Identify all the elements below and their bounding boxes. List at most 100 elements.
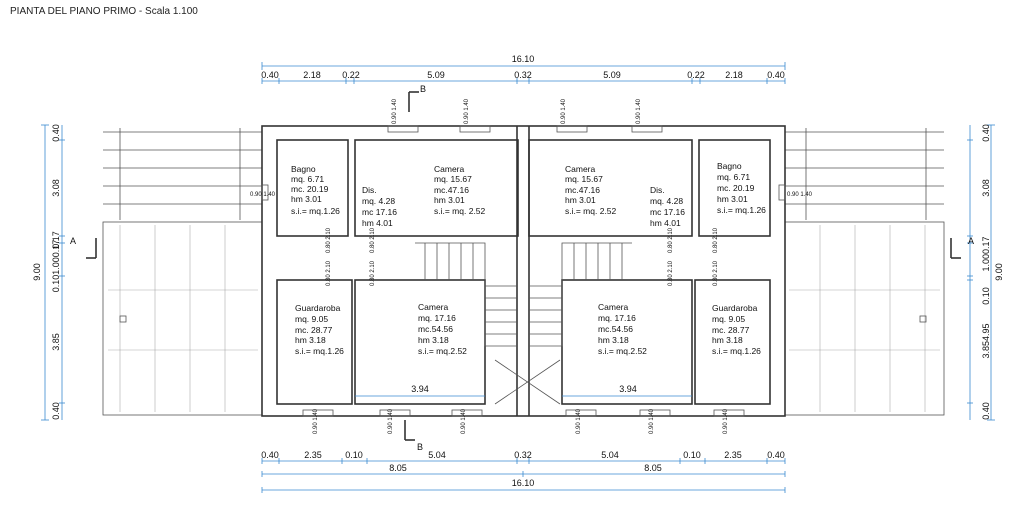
section-label-b-bottom: B xyxy=(417,442,423,452)
svg-text:mc. 20.19: mc. 20.19 xyxy=(291,184,329,194)
svg-text:s.i.= mq.1.26: s.i.= mq.1.26 xyxy=(291,206,340,216)
svg-text:hm 3.18: hm 3.18 xyxy=(418,335,449,345)
svg-text:mq. 9.05: mq. 9.05 xyxy=(295,314,328,324)
dim-top-seg-8: 0.40 xyxy=(767,70,785,80)
dim-top-total: 16.10 xyxy=(512,54,535,64)
dim-right-seg-6: 0.40 xyxy=(981,402,991,420)
svg-text:Camera: Camera xyxy=(434,164,465,174)
door-label-5: 0.80 2.10 xyxy=(326,260,332,286)
dim-top-seg-5: 5.09 xyxy=(603,70,621,80)
window-label-10: 0.90 1.40 xyxy=(723,408,729,434)
svg-text:mc.47.16: mc.47.16 xyxy=(565,185,600,195)
section-marker-b-bottom: B xyxy=(404,420,423,452)
window-label-5: 0.90 1.40 xyxy=(313,408,319,434)
svg-text:mq. 15.67: mq. 15.67 xyxy=(565,174,603,184)
door-label-1: 0.80 2.10 xyxy=(326,227,332,253)
dim-bottom-seg-1: 2.35 xyxy=(304,450,322,460)
door-label-2: 0.80 2.10 xyxy=(370,227,376,253)
svg-text:s.i.= mq.2.52: s.i.= mq.2.52 xyxy=(598,346,647,356)
dim-top-seg-4: 0.32 xyxy=(514,70,532,80)
svg-text:s.i.= mq. 2.52: s.i.= mq. 2.52 xyxy=(565,206,617,216)
window-label-3: 0.90 1.40 xyxy=(561,98,567,124)
svg-text:hm 4.01: hm 4.01 xyxy=(650,218,681,228)
svg-text:mq. 17.16: mq. 17.16 xyxy=(418,313,456,323)
window-label-1: 0.90 1.40 xyxy=(392,98,398,124)
svg-text:mc 17.16: mc 17.16 xyxy=(650,207,685,217)
stairs xyxy=(415,242,632,405)
dim-top-seg-0: 0.40 xyxy=(261,70,279,80)
section-marker-b-top: B xyxy=(408,84,426,112)
dim-top-seg-3: 5.09 xyxy=(427,70,445,80)
svg-text:mc.54.56: mc.54.56 xyxy=(418,324,453,334)
svg-text:hm 3.18: hm 3.18 xyxy=(712,335,743,345)
right-dimensions: 9.00 0.40 3.08 1.000.17 0.10 3.854.95 0.… xyxy=(967,124,1004,421)
svg-text:mc.47.16: mc.47.16 xyxy=(434,185,469,195)
svg-text:mq. 4.28: mq. 4.28 xyxy=(650,196,683,206)
dim-left-seg-1: 3.08 xyxy=(51,179,61,197)
dim-bottom-seg-4: 0.32 xyxy=(514,450,532,460)
dim-left-seg-5: 3.85 xyxy=(51,333,61,351)
svg-text:hm 3.01: hm 3.01 xyxy=(434,195,465,205)
room-dis-left: Dis. mq. 4.28 mc 17.16 hm 4.01 xyxy=(362,185,397,228)
svg-text:s.i.= mq. 2.52: s.i.= mq. 2.52 xyxy=(434,206,486,216)
dim-right-seg-5: 3.854.95 xyxy=(981,323,991,358)
room-guardaroba-left: Guardaroba mq. 9.05 mc. 28.77 hm 3.18 s.… xyxy=(295,303,344,356)
svg-text:mc. 28.77: mc. 28.77 xyxy=(712,325,750,335)
svg-text:s.i.= mq.1.26: s.i.= mq.1.26 xyxy=(712,346,761,356)
doors: 0.80 2.10 0.80 2.10 0.80 2.10 0.80 2.10 … xyxy=(326,227,719,286)
svg-text:mq. 6.71: mq. 6.71 xyxy=(717,172,750,182)
dim-left-seg-2: 0.17 xyxy=(51,231,61,249)
dim-right-seg-1: 3.08 xyxy=(981,179,991,197)
svg-text:mc 17.16: mc 17.16 xyxy=(362,207,397,217)
side-window-label-left: 0.90 1.40 xyxy=(250,192,276,198)
door-label-3: 0.80 2.10 xyxy=(668,227,674,253)
svg-text:Bagno: Bagno xyxy=(291,164,316,174)
door-label-7: 0.80 2.10 xyxy=(668,260,674,286)
svg-text:s.i.= mq.1.26: s.i.= mq.1.26 xyxy=(717,205,766,215)
room-bagno-right: Bagno mq. 6.71 mc. 20.19 hm 3.01 s.i.= m… xyxy=(717,161,766,215)
dim-bottom-seg-6: 0.10 xyxy=(683,450,701,460)
section-marker-a-left: A xyxy=(70,236,97,259)
svg-text:Camera: Camera xyxy=(598,302,629,312)
svg-text:mq. 15.67: mq. 15.67 xyxy=(434,174,472,184)
windows: 0.90 1.40 0.90 1.40 0.90 1.40 0.90 1.40 … xyxy=(250,98,813,434)
room-bagno-left: Bagno mq. 6.71 mc. 20.19 hm 3.01 s.i.= m… xyxy=(291,164,340,216)
dim-left-stack: 0.101.000.17 xyxy=(51,240,61,293)
svg-text:hm 3.01: hm 3.01 xyxy=(717,194,748,204)
dim-right-total: 9.00 xyxy=(994,263,1004,281)
window-label-2: 0.90 1.40 xyxy=(464,98,470,124)
svg-text:Dis.: Dis. xyxy=(362,185,377,195)
svg-text:mq. 6.71: mq. 6.71 xyxy=(291,174,324,184)
svg-text:Guardaroba: Guardaroba xyxy=(712,303,758,313)
section-label-a-left: A xyxy=(70,236,76,246)
inner-dim-right: 3.94 xyxy=(619,384,637,394)
svg-text:mc.54.56: mc.54.56 xyxy=(598,324,633,334)
dim-bottom-seg-2: 0.10 xyxy=(345,450,363,460)
dim-bottom-total: 16.10 xyxy=(512,478,535,488)
room-guardaroba-right: Guardaroba mq. 9.05 mc. 28.77 hm 3.18 s.… xyxy=(712,303,761,356)
bottom-dimensions: 0.40 2.35 0.10 5.04 0.32 5.04 0.10 2.35 … xyxy=(261,450,786,493)
svg-text:mq. 17.16: mq. 17.16 xyxy=(598,313,636,323)
dim-top-seg-2: 0.22 xyxy=(342,70,360,80)
dim-top-seg-7: 2.18 xyxy=(725,70,743,80)
svg-text:mq. 4.28: mq. 4.28 xyxy=(362,196,395,206)
svg-text:Camera: Camera xyxy=(565,164,596,174)
section-label-b-top: B xyxy=(420,84,426,94)
side-window-label-right: 0.90 1.40 xyxy=(787,192,813,198)
room-camera-top-left: Camera mq. 15.67 mc.47.16 hm 3.01 s.i.= … xyxy=(434,164,486,216)
svg-text:hm 3.01: hm 3.01 xyxy=(565,195,596,205)
dim-top-seg-6: 0.22 xyxy=(687,70,705,80)
dim-bottom-half-right: 8.05 xyxy=(644,463,662,473)
section-marker-a-right: A xyxy=(950,236,974,259)
svg-text:mq. 9.05: mq. 9.05 xyxy=(712,314,745,324)
svg-text:hm 3.01: hm 3.01 xyxy=(291,194,322,204)
svg-text:hm 3.18: hm 3.18 xyxy=(295,335,326,345)
door-label-8: 0.80 2.10 xyxy=(713,260,719,286)
window-label-7: 0.90 1.40 xyxy=(461,408,467,434)
dim-top-seg-1: 2.18 xyxy=(303,70,321,80)
svg-text:s.i.= mq.2.52: s.i.= mq.2.52 xyxy=(418,346,467,356)
dim-bottom-seg-5: 5.04 xyxy=(601,450,619,460)
dim-bottom-seg-0: 0.40 xyxy=(261,450,279,460)
window-label-8: 0.90 1.40 xyxy=(576,408,582,434)
